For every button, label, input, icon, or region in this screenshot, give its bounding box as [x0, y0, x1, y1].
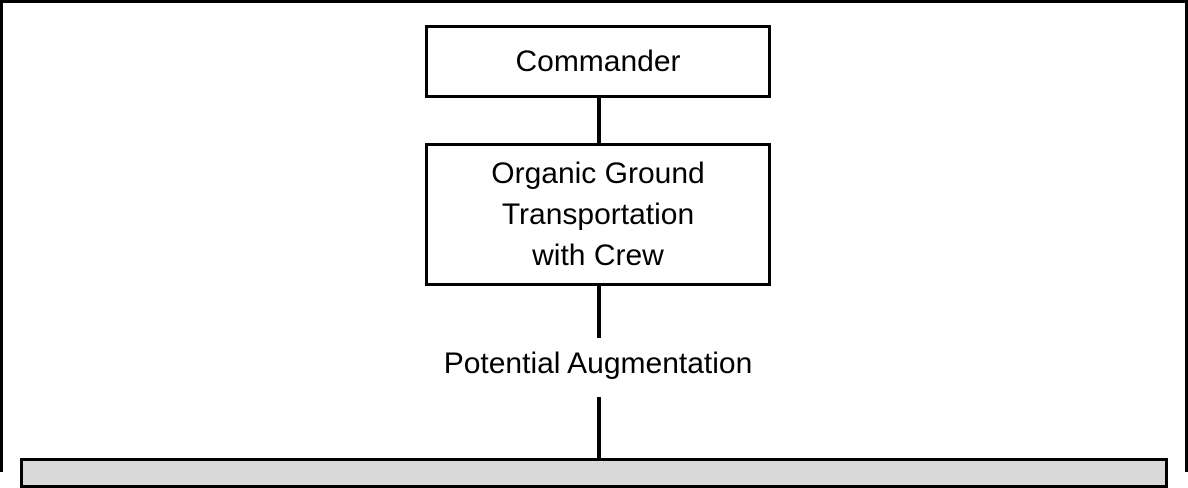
organic-transport-label-line-1: Organic Ground	[491, 157, 705, 190]
organic-transport-label-line-3: with Crew	[532, 239, 664, 272]
connector-transport-to-augmentation	[597, 286, 601, 338]
organic-transport-label: Organic Ground Transportation with Crew	[491, 153, 704, 276]
connector-augmentation-to-bottom	[597, 397, 601, 463]
potential-augmentation-label: Potential Augmentation	[443, 347, 753, 380]
organic-transport-label-line-2: Transportation	[501, 198, 695, 231]
connector-commander-to-transport	[597, 98, 601, 143]
diagram-frame: Commander Organic Ground Transportation …	[0, 0, 1188, 472]
commander-node: Commander	[425, 25, 771, 98]
augmentation-options-box	[20, 458, 1168, 488]
commander-label: Commander	[515, 45, 681, 78]
organic-ground-transportation-node: Organic Ground Transportation with Crew	[425, 143, 771, 286]
